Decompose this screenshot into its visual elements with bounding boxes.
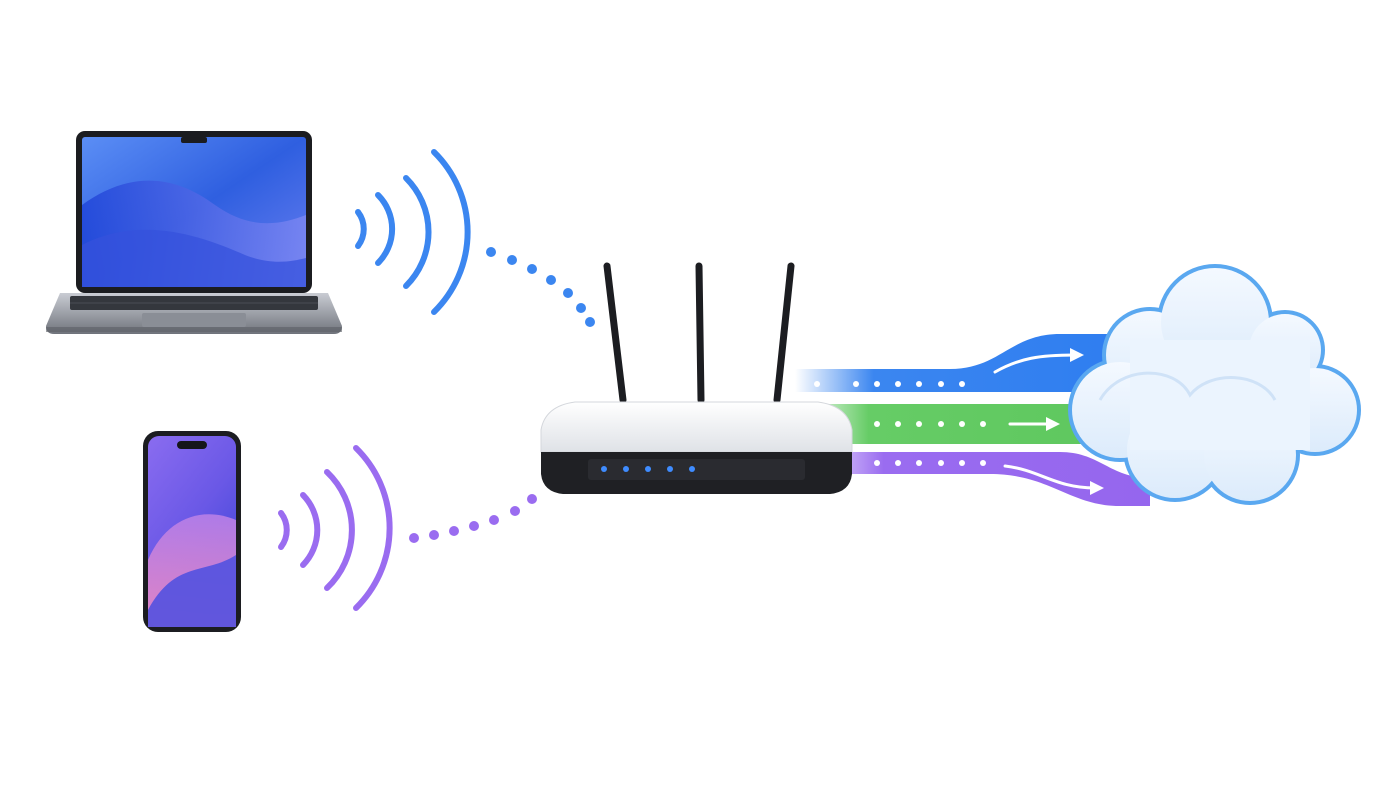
purple-stream-dots bbox=[874, 460, 986, 466]
cloud-icon bbox=[1068, 264, 1361, 505]
router-antennas bbox=[603, 262, 795, 404]
blue-stream-dots bbox=[814, 381, 965, 387]
laptop-icon bbox=[46, 131, 342, 334]
smartphone-icon bbox=[143, 431, 241, 632]
wifi-router-icon bbox=[540, 262, 853, 494]
router-status-leds bbox=[601, 466, 695, 472]
uplink-blue-stream bbox=[795, 334, 1110, 392]
uplink-green-stream bbox=[795, 404, 1090, 444]
green-stream-dots bbox=[874, 421, 986, 427]
uplink-purple-stream bbox=[795, 452, 1150, 506]
green-arrow-icon bbox=[1046, 417, 1060, 431]
blue-arrow-icon bbox=[1070, 348, 1084, 362]
phone-router-dotted-link bbox=[409, 494, 537, 543]
phone-wifi-signal bbox=[278, 445, 393, 611]
laptop-router-dotted-link bbox=[486, 247, 595, 327]
laptop-wifi-signal bbox=[355, 149, 471, 315]
purple-arrow-icon bbox=[1090, 481, 1104, 495]
